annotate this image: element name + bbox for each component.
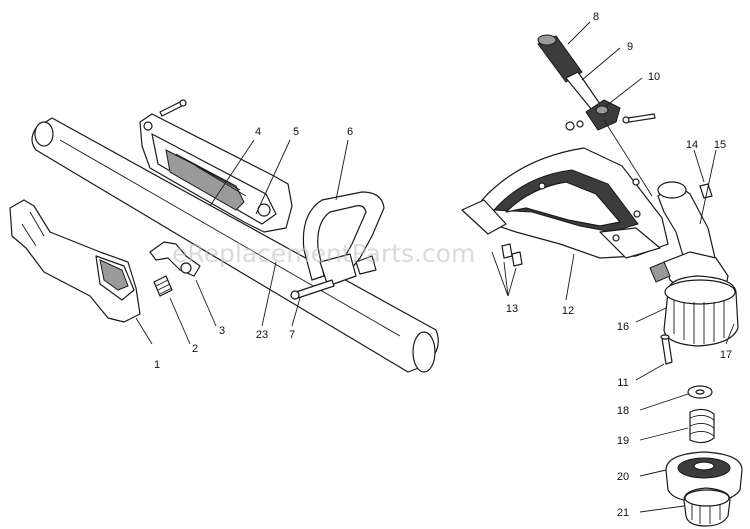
lower-handle-grip bbox=[9, 199, 141, 323]
clamp-bracket bbox=[565, 99, 656, 131]
leader-lines bbox=[135, 21, 735, 513]
callout-23: 23 bbox=[256, 329, 268, 341]
grass-deflector-guard bbox=[461, 147, 669, 259]
assist-handle bbox=[302, 191, 385, 287]
callout-4: 4 bbox=[255, 126, 261, 138]
callout-7: 7 bbox=[289, 329, 295, 341]
shaft-tube bbox=[31, 117, 439, 373]
callout-21: 21 bbox=[617, 507, 629, 519]
bump-knob bbox=[683, 487, 731, 527]
trimmer-spool bbox=[665, 451, 743, 503]
trigger-spring bbox=[153, 275, 173, 297]
housing-screw bbox=[159, 99, 187, 117]
callout-8: 8 bbox=[593, 11, 599, 23]
head-screw bbox=[660, 334, 673, 365]
shaft-bolt bbox=[699, 183, 713, 199]
callout-12: 12 bbox=[562, 305, 574, 317]
callout-18: 18 bbox=[617, 405, 629, 417]
callout-16: 16 bbox=[617, 321, 629, 333]
washer bbox=[687, 385, 713, 399]
callout-labels: 1 2 3 4 5 6 7 8 9 10 11 12 13 14 15 16 1… bbox=[154, 11, 732, 519]
upper-housing-half bbox=[139, 113, 293, 233]
spool-spring bbox=[689, 408, 715, 444]
callout-13: 13 bbox=[506, 303, 518, 315]
watermark: eReplacementParts.com bbox=[172, 239, 475, 268]
callout-20: 20 bbox=[617, 471, 629, 483]
trigger-lever bbox=[149, 241, 201, 277]
callout-3: 3 bbox=[219, 325, 225, 337]
callout-9: 9 bbox=[627, 41, 633, 53]
callout-11: 11 bbox=[617, 377, 628, 389]
callout-17: 17 bbox=[720, 349, 732, 361]
upper-shaft bbox=[565, 71, 601, 111]
callout-6: 6 bbox=[347, 126, 353, 138]
upper-grip bbox=[537, 34, 583, 83]
handle-bolt bbox=[290, 279, 335, 300]
callout-1: 1 bbox=[154, 359, 160, 371]
gear-head-housing bbox=[649, 251, 739, 347]
callout-10: 10 bbox=[648, 71, 660, 83]
guard-screws bbox=[501, 243, 523, 267]
callout-19: 19 bbox=[617, 435, 629, 447]
callout-14: 14 bbox=[686, 139, 698, 151]
callout-2: 2 bbox=[192, 343, 198, 355]
callout-15: 15 bbox=[714, 139, 726, 151]
callout-5: 5 bbox=[293, 126, 299, 138]
